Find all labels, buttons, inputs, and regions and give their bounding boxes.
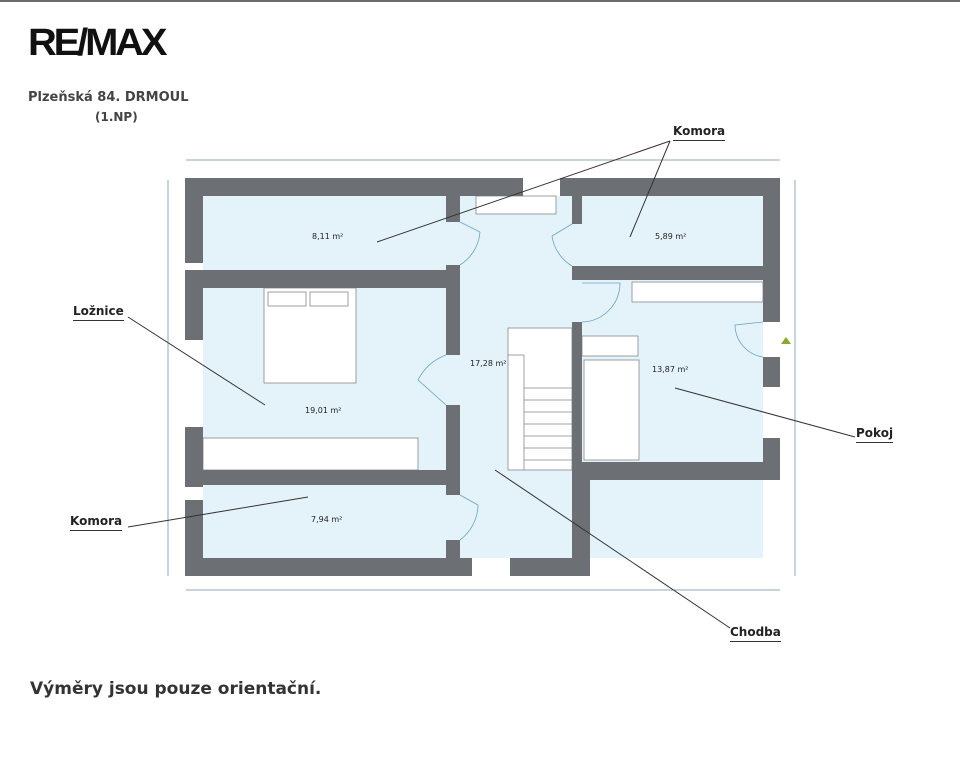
disclaimer-note: Výměry jsou pouze orientační. [30,679,322,699]
room-area-komora-2: 5,89 m² [655,232,686,241]
label-komora-bottom: Komora [70,514,123,531]
plan-address: Plzeňská 84. DRMOUL [28,90,189,105]
stair-steps [508,354,572,470]
stairs [507,327,573,471]
label-chodba: Chodba [730,625,781,642]
label-loznice: Ložnice [73,304,124,321]
top-border [0,0,960,2]
room-area-chodba: 17,28 m² [470,359,506,368]
entrance-marker-icon [781,337,791,344]
room-area-komora-1: 8,11 m² [312,232,343,241]
walls [185,178,780,576]
label-komora-top: Komora [673,124,726,141]
dimension-lines [167,159,796,591]
wardrobe [202,437,419,471]
room-area-loznice: 19,01 m² [305,406,341,415]
remax-logo: RE/MAX [28,22,167,64]
plan-floor: (1.NP) [95,110,138,124]
room-area-komora-3: 7,94 m² [311,515,342,524]
room-area-pokoj: 13,87 m² [652,365,688,374]
label-pokoj: Pokoj [856,426,894,443]
door-swings [417,221,764,541]
leader-lines [127,140,856,629]
